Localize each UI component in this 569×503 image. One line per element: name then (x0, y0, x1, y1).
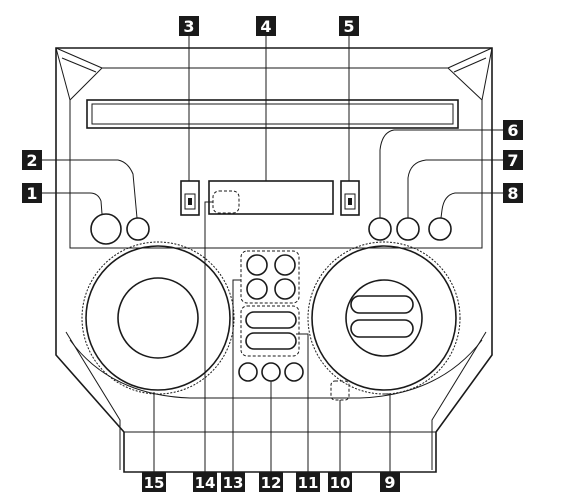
leader-lines (42, 36, 503, 472)
right-control-buttons (368, 217, 452, 241)
sensor-window (330, 380, 350, 401)
callout-4-label: 4 (260, 17, 271, 36)
left-control-buttons (90, 213, 150, 245)
callout-6: 6 (503, 120, 523, 140)
callout-4: 4 (256, 16, 276, 36)
center-button-cluster (240, 250, 300, 304)
callout-3-label: 3 (183, 17, 194, 36)
callout-14: 14 (193, 472, 217, 492)
callout-6-label: 6 (507, 121, 518, 140)
remote-sensor (212, 190, 240, 214)
callout-9-label: 9 (384, 473, 395, 492)
callout-5-label: 5 (343, 17, 354, 36)
callout-10-label: 10 (330, 474, 351, 492)
center-pill-buttons (240, 305, 300, 357)
left-jog-dial (81, 241, 235, 395)
bottom-round-buttons (238, 362, 304, 382)
callout-8-label: 8 (507, 184, 518, 203)
usb-port-right (340, 180, 360, 216)
usb-port-left (180, 180, 200, 216)
callout-1: 1 (22, 183, 42, 203)
callout-3: 3 (179, 16, 199, 36)
callout-13: 13 (221, 472, 245, 492)
callout-11: 11 (296, 472, 320, 492)
callout-11-label: 11 (298, 474, 319, 492)
callout-2: 2 (22, 150, 42, 170)
callout-12-label: 12 (261, 474, 282, 492)
callout-15: 15 (142, 472, 166, 492)
callout-15-label: 15 (144, 474, 165, 492)
callout-10: 10 (328, 472, 352, 492)
carry-handle (86, 99, 459, 129)
callout-14-label: 14 (195, 474, 216, 492)
callout-12: 12 (259, 472, 283, 492)
speaker-body (55, 47, 493, 473)
speaker-base (65, 331, 487, 470)
callout-1-label: 1 (26, 184, 37, 203)
callout-13-label: 13 (223, 474, 244, 492)
callout-7: 7 (503, 150, 523, 170)
callout-7-label: 7 (507, 151, 518, 170)
callout-8: 8 (503, 183, 523, 203)
right-jog-dial (307, 241, 461, 395)
display-window (208, 180, 334, 215)
callout-2-label: 2 (26, 151, 37, 170)
callout-5: 5 (339, 16, 359, 36)
callout-9: 9 (380, 472, 400, 492)
